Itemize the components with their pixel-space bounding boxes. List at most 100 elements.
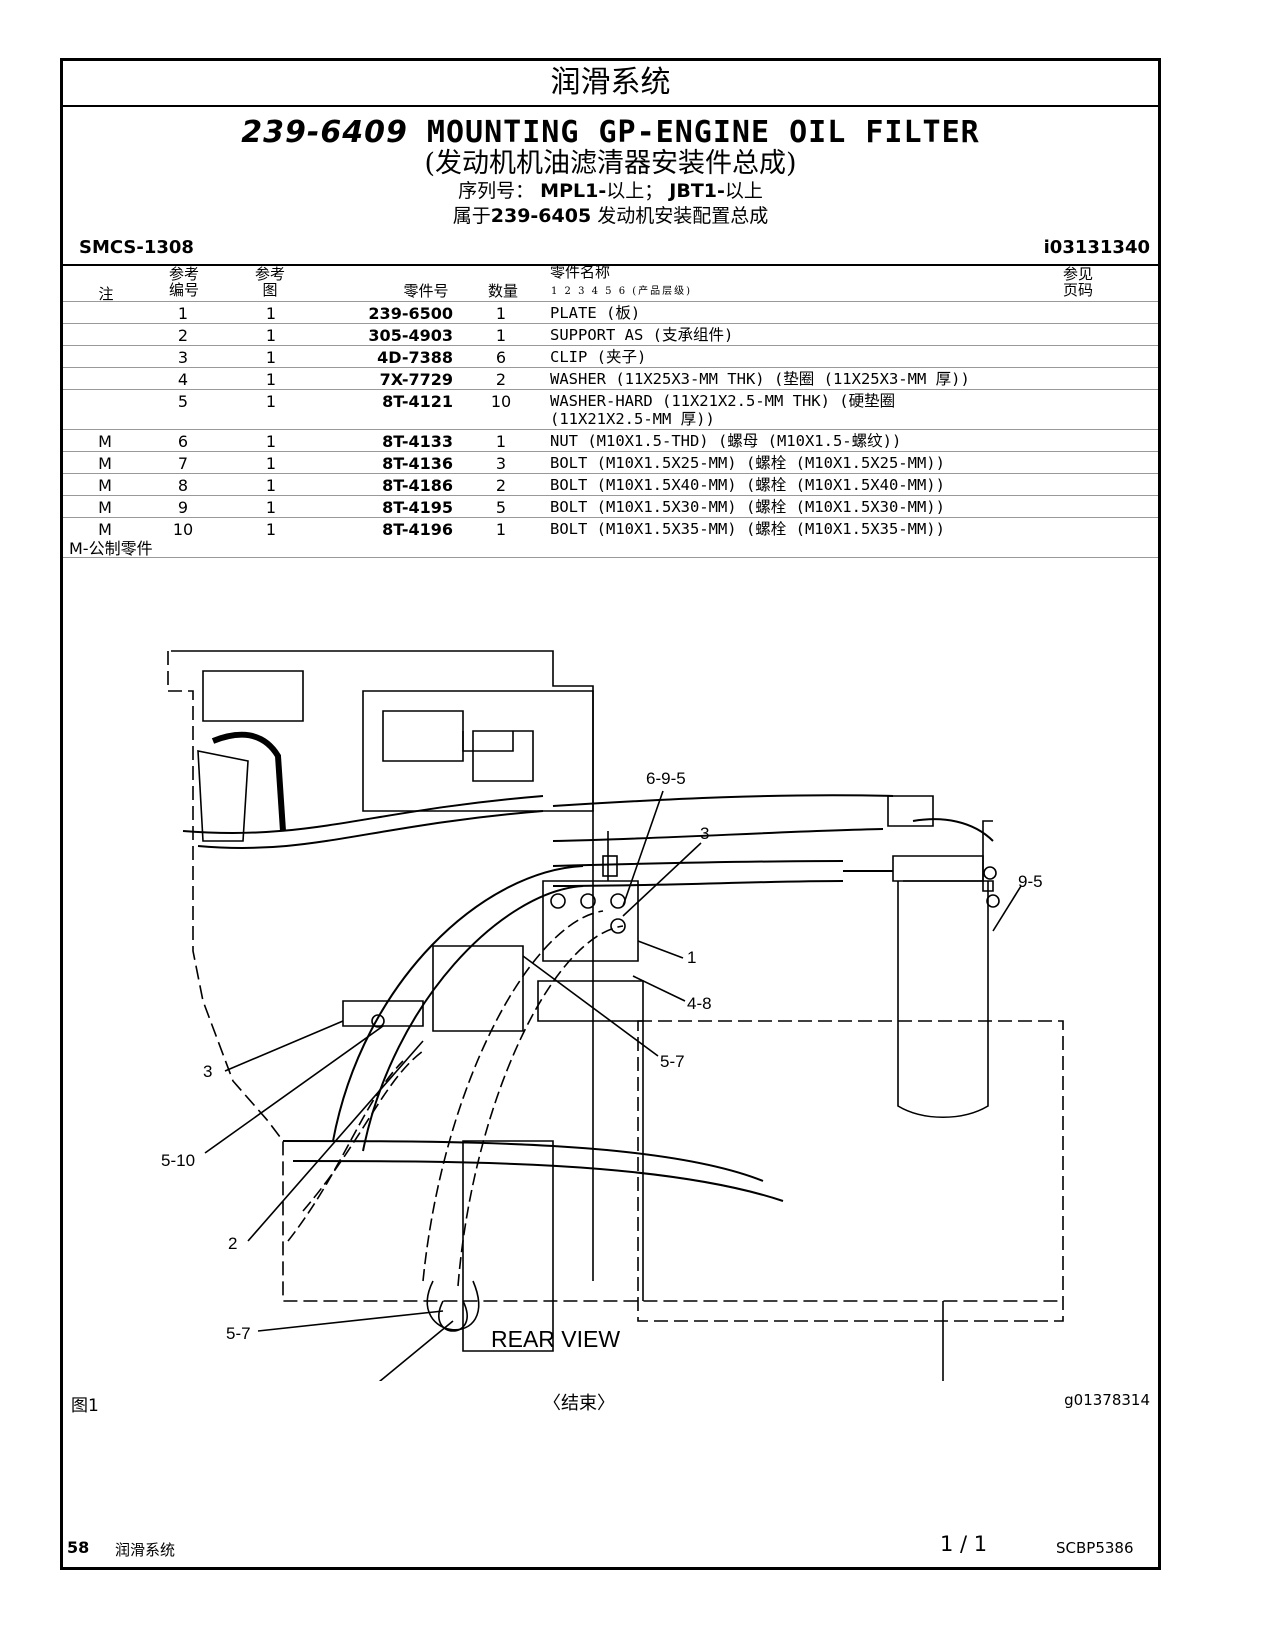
footer-page-number: 58 (67, 1538, 90, 1557)
cell-ref-no: 6 (177, 432, 189, 451)
callout-2: 2 (228, 1234, 237, 1253)
table-top-rule (63, 264, 1158, 266)
cell-part-name: BOLT (M10X1.5X30-MM) (螺栓 (M10X1.5X30-MM)… (550, 498, 945, 516)
cell-part-number: 8T-4195 (382, 498, 453, 517)
cell-qty: 5 (495, 498, 507, 517)
cell-note: M (98, 454, 112, 473)
col-header-part-no: 零件号 (403, 282, 449, 300)
cell-part-number: 7X-7729 (379, 370, 453, 389)
cell-part-number: 4D-7388 (377, 348, 453, 367)
footer-page-count: 1 / 1 (940, 1532, 988, 1556)
metric-note: M-公制零件 (69, 539, 153, 558)
smcs-code: SMCS-1308 (79, 237, 194, 258)
cell-qty: 1 (495, 432, 507, 451)
callout-5-7-low: 5-7 (226, 1324, 251, 1343)
cell-part-name: PLATE (板) (550, 304, 641, 322)
section-title: 润滑系统 (63, 61, 1158, 107)
cell-qty: 2 (495, 370, 507, 389)
cell-qty: 3 (495, 454, 507, 473)
cell-fig: 1 (265, 304, 277, 323)
figure-label: 图1 (71, 1396, 99, 1416)
cell-fig: 1 (265, 454, 277, 473)
part-of-prefix: 属于 (452, 205, 491, 227)
cell-qty: 6 (495, 348, 507, 367)
cell-fig: 1 (265, 370, 277, 389)
cell-ref-no: 2 (177, 326, 189, 345)
cell-part-number: 239-6500 (368, 304, 453, 323)
callout-4-8: 4-8 (687, 994, 712, 1013)
title-block: 239-6409 MOUNTING GP-ENGINE OIL FILTER (… (63, 117, 1158, 229)
cell-ref-no: 10 (172, 520, 194, 539)
exploded-diagram: 6-9-5 3 9-5 1 4-8 5-7 3 5-10 2 5-7 3 (161, 650, 1064, 1381)
table-row: M 7 1 8T-4136 3 BOLT (M10X1.5X25-MM) (螺栓 (M10… (63, 451, 1158, 473)
page-frame: 润滑系统 239-6409 MOUNTING GP-ENGINE OIL FIL… (60, 58, 1161, 1570)
callout-5-7-mid: 5-7 (660, 1052, 685, 1071)
serial-suffix-1: 以上； (606, 180, 664, 202)
col-header-levels: 1 2 3 4 5 6 (产品层级) (551, 286, 693, 297)
cell-part-name: WASHER (11X25X3-MM THK) (垫圈 (11X25X3-MM … (550, 370, 970, 388)
cell-part-name: CLIP (夹子) (550, 348, 647, 366)
col-header-note: 注 (98, 285, 114, 303)
cell-part-name: BOLT (M10X1.5X35-MM) (螺栓 (M10X1.5X35-MM)… (550, 520, 945, 538)
callout-3-left: 3 (203, 1062, 212, 1081)
image-id: g01378314 (1064, 1391, 1150, 1409)
cell-qty: 10 (490, 392, 512, 411)
cell-ref-no: 7 (177, 454, 189, 473)
col-header-part-name: 零件名称 (550, 263, 611, 281)
table-bottom-rule (63, 557, 1158, 558)
end-label: 〈结束〉 (543, 1393, 615, 1414)
col-header-see-page: 参见 页码 (1062, 265, 1093, 299)
callout-5-10: 5-10 (161, 1151, 195, 1170)
assembly-title-cn: (发动机机油滤清器安装件总成) (424, 148, 797, 179)
cell-qty: 1 (495, 520, 507, 539)
table-row: 2 1 305-4903 1 SUPPORT AS (支承组件) (63, 323, 1158, 345)
cell-note: M (98, 476, 112, 495)
cell-ref-no: 8 (177, 476, 189, 495)
serial-suffix-2: 以上 (724, 180, 763, 202)
cell-fig: 1 (265, 326, 277, 345)
cell-part-number: 8T-4121 (382, 392, 453, 411)
assembly-title-en: MOUNTING GP-ENGINE OIL FILTER (426, 115, 980, 150)
serial-prefix-1: MPL1- (540, 180, 607, 202)
cell-ref-no: 1 (177, 304, 189, 323)
serial-range: 序列号： MPL1-以上； JBT1-以上 (63, 179, 1158, 204)
part-of-desc: 发动机安装配置总成 (591, 205, 769, 227)
cell-part-name: WASHER-HARD (11X21X2.5-MM THK) (硬垫圈 (11X… (550, 392, 896, 428)
cell-part-name: NUT (M10X1.5-THD) (螺母 (M10X1.5-螺纹)) (550, 432, 902, 450)
cell-qty: 1 (495, 326, 507, 345)
assembly-part-number: 239-6409 (241, 115, 408, 150)
cell-qty: 1 (495, 304, 507, 323)
cell-ref-no: 9 (177, 498, 189, 517)
col-header-fig: 参考 图 (254, 265, 285, 299)
cell-qty: 2 (495, 476, 507, 495)
cell-part-number: 305-4903 (368, 326, 453, 345)
callout-9-5: 9-5 (1018, 872, 1043, 891)
cell-note: M (98, 498, 112, 517)
serial-label: 序列号： (458, 180, 535, 202)
cell-part-number: 8T-4196 (382, 520, 453, 539)
part-of: 属于239-6405 发动机安装配置总成 (63, 204, 1158, 229)
table-row: M 9 1 8T-4195 5 BOLT (M10X1.5X30-MM) (螺栓 (M10… (63, 495, 1158, 517)
cell-part-number: 8T-4133 (382, 432, 453, 451)
cell-note: M (98, 520, 112, 539)
table-row: 1 1 239-6500 1 PLATE (板) (63, 301, 1158, 323)
cell-fig: 1 (265, 476, 277, 495)
footer-section: 润滑系统 (115, 1541, 176, 1559)
cell-part-name: SUPPORT AS (支承组件) (550, 326, 734, 344)
callout-3-top: 3 (700, 824, 709, 843)
cell-fig: 1 (265, 498, 277, 517)
document-id: i03131340 (1043, 237, 1150, 258)
cell-part-name: BOLT (M10X1.5X25-MM) (螺栓 (M10X1.5X25-MM)… (550, 454, 945, 472)
callout-1: 1 (687, 948, 696, 967)
cell-fig: 1 (265, 392, 277, 411)
view-label: REAR VIEW (491, 1326, 621, 1352)
cell-part-number: 8T-4136 (382, 454, 453, 473)
col-header-qty: 数量 (487, 282, 518, 300)
